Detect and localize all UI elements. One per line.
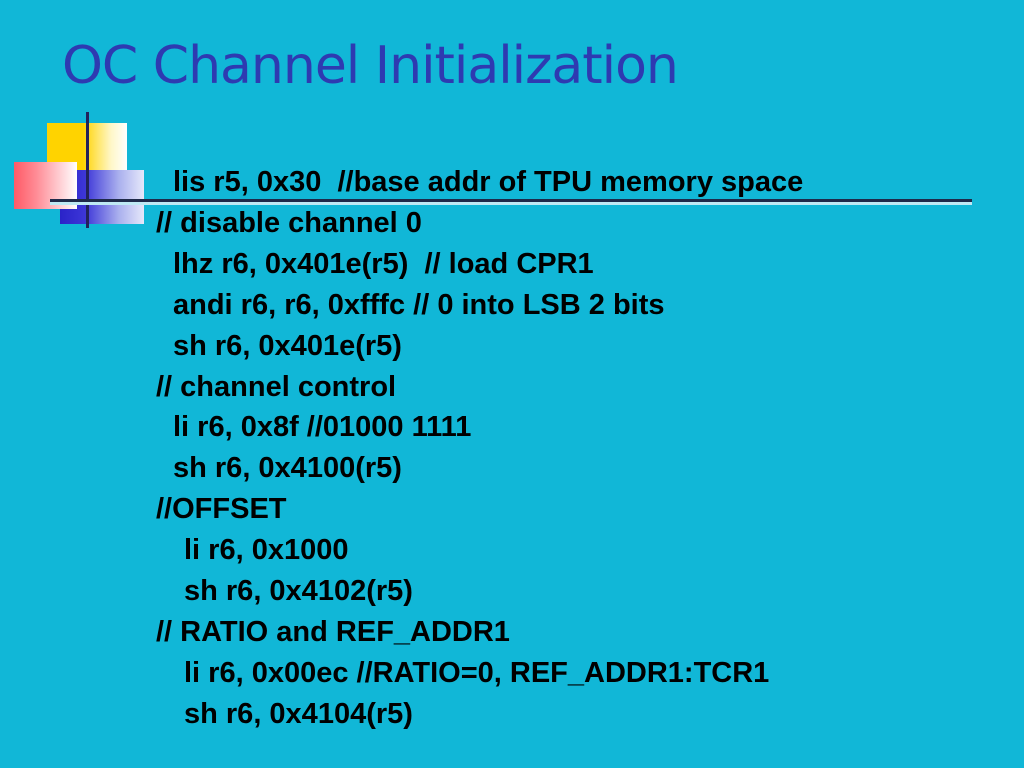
code-comment-line: // RATIO and REF_ADDR1 <box>156 616 510 648</box>
code-instruction-line: andi r6, r6, 0xfffc // 0 into LSB 2 bits <box>173 289 665 321</box>
horizontal-divider-line <box>50 199 972 202</box>
code-comment-line: //OFFSET <box>156 493 287 525</box>
slide-title: OC Channel Initialization <box>62 36 679 96</box>
code-instruction-line: sh r6, 0x4102(r5) <box>184 575 413 607</box>
code-instruction-line: sh r6, 0x4104(r5) <box>184 698 413 730</box>
code-comment-line: // disable channel 0 <box>156 207 422 239</box>
vertical-divider-line <box>86 112 89 228</box>
code-instruction-line: lhz r6, 0x401e(r5) // load CPR1 <box>173 248 594 280</box>
code-instruction-line: sh r6, 0x4100(r5) <box>173 452 402 484</box>
code-comment-line: // channel control <box>156 371 397 403</box>
code-instruction-line: li r6, 0x1000 <box>184 534 349 566</box>
code-instruction-line: li r6, 0x00ec //RATIO=0, REF_ADDR1:TCR1 <box>184 657 770 689</box>
decorative-squares-logo <box>0 0 160 240</box>
code-instruction-line: lis r5, 0x30 //base addr of TPU memory s… <box>173 166 804 198</box>
horizontal-divider-highlight <box>50 202 972 205</box>
code-instruction-line: sh r6, 0x401e(r5) <box>173 330 402 362</box>
code-instruction-line: li r6, 0x8f //01000 1111 <box>173 411 472 443</box>
